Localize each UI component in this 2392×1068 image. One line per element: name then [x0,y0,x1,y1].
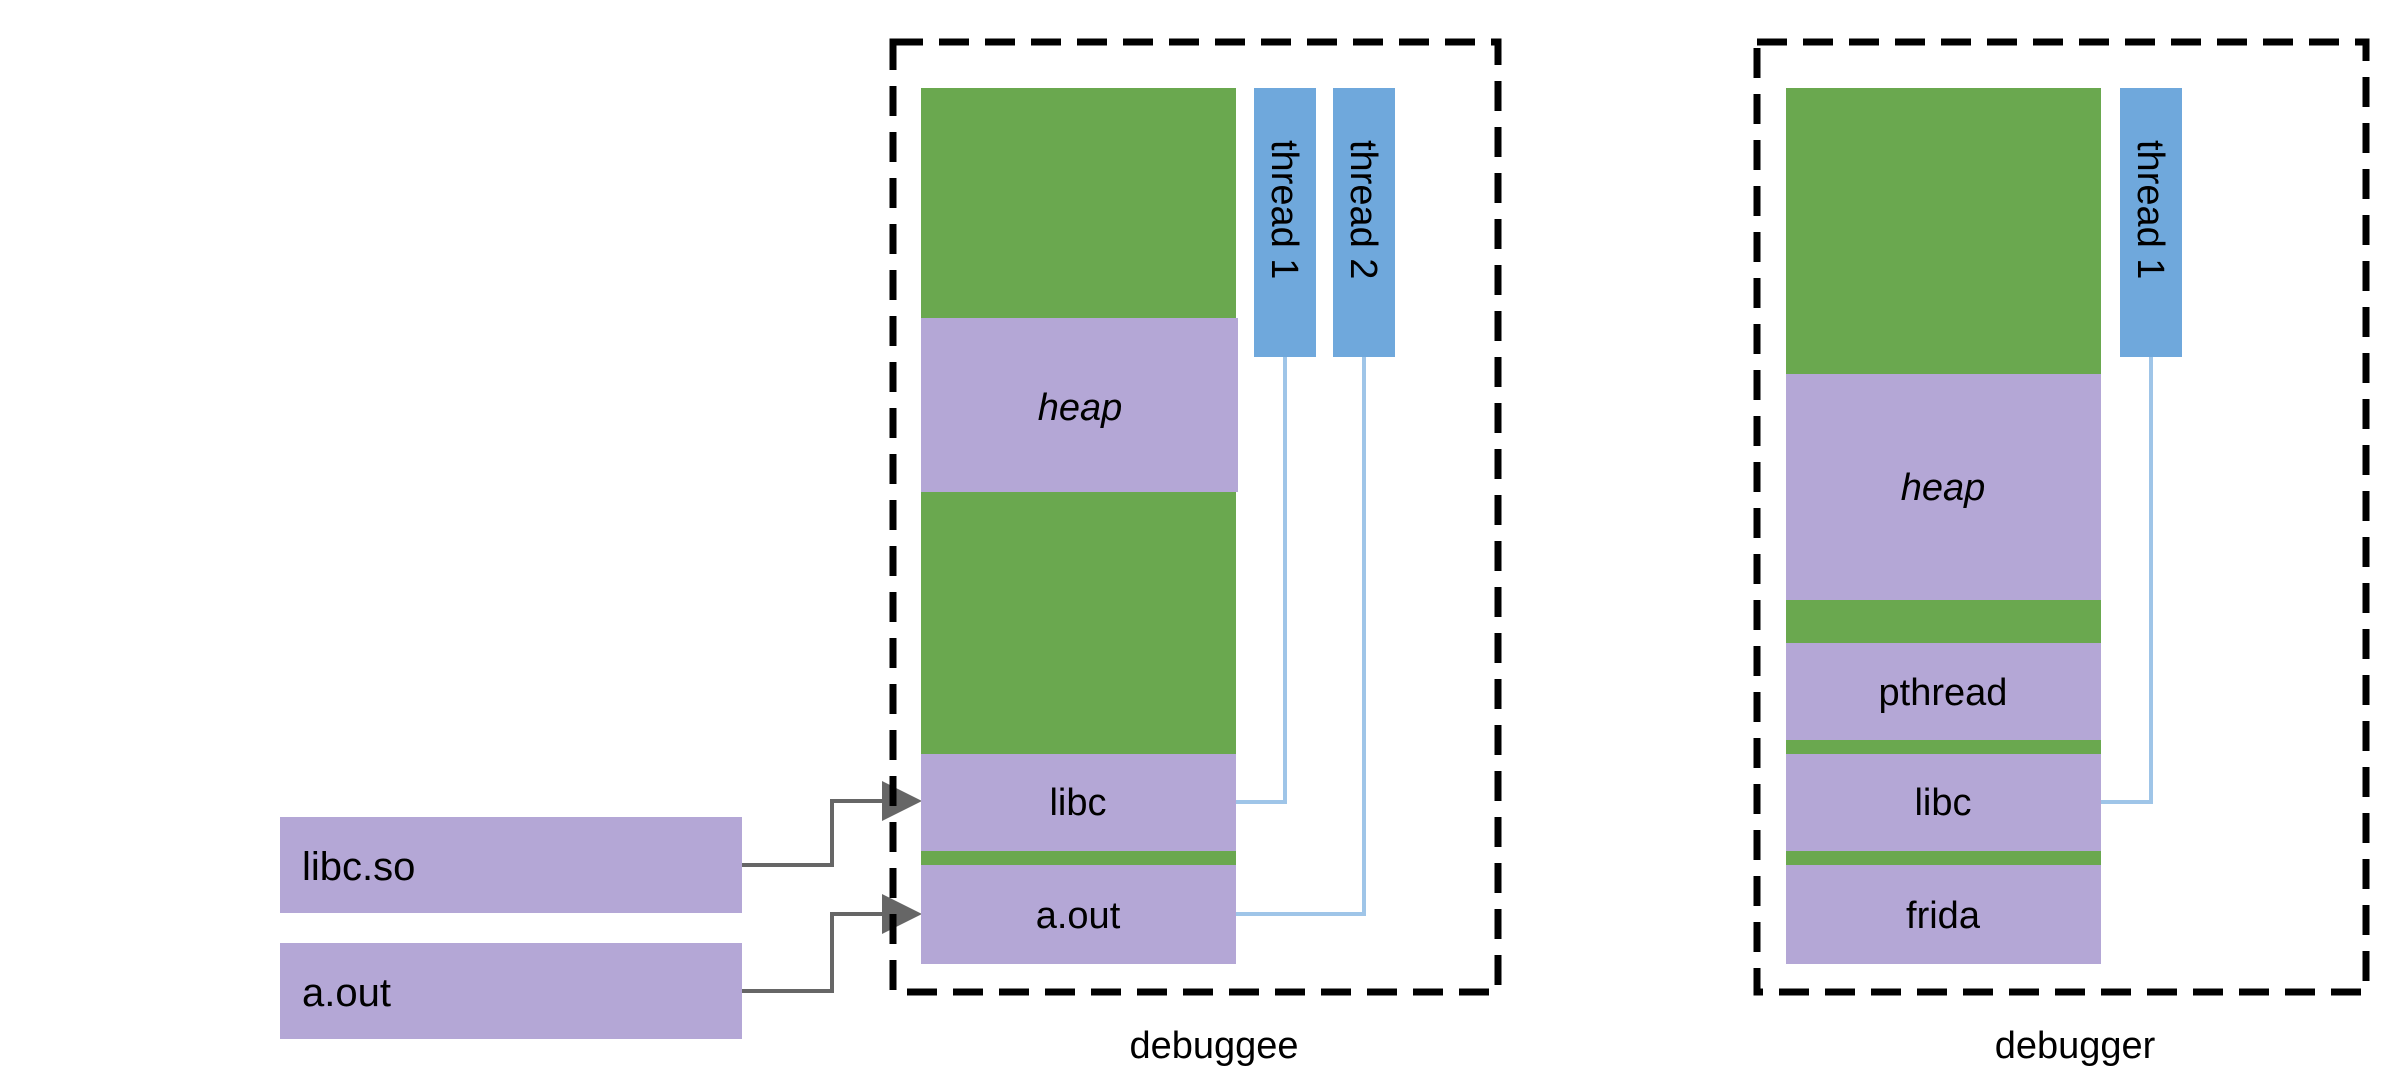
debugger-libc: libc [1786,754,2101,851]
debugger-heap-box [1786,374,2101,600]
aout-map-arrow [742,894,922,993]
debugger-border [1753,38,2370,996]
debuggee-libc-box [921,754,1236,851]
file-a-out-box [280,943,742,1039]
debuggee-thread-1-label: thread 1 [1263,140,1305,279]
debuggee-libc-label: libc [1049,782,1106,824]
debuggee-thread-2-label: thread 2 [1342,140,1384,279]
debuggee-thread-2-box [1333,88,1395,357]
debugger-pthread-box [1786,643,2101,740]
file-a-out-label: a.out [302,971,391,1015]
debuggee-heap: heap [921,318,1238,492]
file-a-out: a.out [280,943,742,1039]
debugger-thread-1: thread 1 [2120,88,2182,357]
debuggee-border [889,38,1502,996]
debugger-thread-1-label: thread 1 [2129,140,2171,279]
debuggee-thread-2-link [1236,357,1366,916]
debugger-frida: frida [1786,865,2101,964]
debuggee-thread-2: thread 2 [1333,88,1395,357]
file-libc-so-box [280,817,742,913]
debuggee-thread-1-box [1254,88,1316,357]
file-libc-so: libc.so [280,817,742,913]
debuggee-heap-box [921,318,1238,492]
debugger-frida-box [1786,865,2101,964]
debuggee-heap-label: heap [1038,387,1123,429]
debugger-thread-1-link [2101,357,2153,804]
debugger-heap: heap [1786,374,2101,600]
debugger-thread-1-box [2120,88,2182,357]
debuggee-a-out-box [921,865,1236,964]
debugger-pthread-label: pthread [1879,672,2008,714]
debuggee-a-out: a.out [921,865,1236,964]
debugger-heap-label: heap [1901,467,1986,509]
debuggee-process: heap libc a.out thread 1 thread 2 debugg… [889,38,1502,1067]
debuggee-thread-1-link [1236,357,1287,804]
debugger-pthread: pthread [1786,643,2101,740]
debuggee-a-out-label: a.out [1036,895,1121,937]
debugger-libc-box [1786,754,2101,851]
file-libc-so-label: libc.so [302,845,415,889]
debuggee-caption: debuggee [1129,1025,1298,1067]
libc-map-arrow [742,781,922,867]
debuggee-libc: libc [921,754,1236,851]
debugger-libc-label: libc [1914,782,1971,824]
debugger-caption: debugger [1995,1025,2156,1067]
debugger-frida-label: frida [1906,895,1981,937]
debugger-process: heap pthread libc frida thread 1 debugge… [1753,38,2370,1067]
debuggee-thread-1: thread 1 [1254,88,1316,357]
